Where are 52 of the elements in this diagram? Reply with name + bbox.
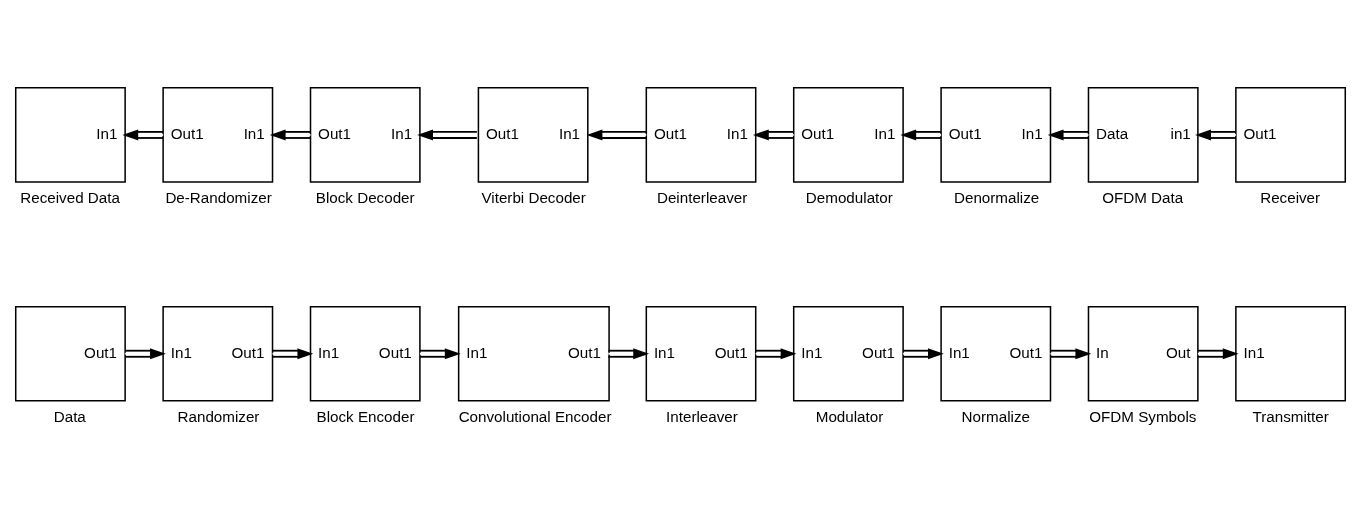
node-box: Out1	[14, 305, 126, 402]
node-box: In1	[14, 87, 126, 183]
node-box: Data in1	[1087, 87, 1199, 183]
node-label: Denormalize	[954, 189, 1040, 207]
arrow	[271, 348, 314, 360]
node-box: Out1 In1	[309, 87, 421, 183]
node-box: In1 Out1	[792, 305, 904, 402]
node-label: Modulator	[815, 408, 884, 426]
node-label: Block Encoder	[316, 408, 415, 426]
node-label: OFDM Data	[1102, 189, 1184, 207]
node-label: Demodulator	[805, 189, 893, 207]
node-label: OFDM Symbols	[1089, 408, 1197, 426]
node-label: Received Data	[20, 189, 120, 207]
node-box: In1 Out1	[940, 305, 1052, 402]
node-box: Out1 In1	[940, 87, 1052, 183]
node-box: In1 Out1	[645, 305, 757, 402]
arrow	[122, 129, 165, 141]
arrow	[124, 348, 166, 360]
arrow	[1196, 348, 1239, 360]
node-box: Out1	[1235, 87, 1347, 183]
node-box: In Out	[1087, 305, 1199, 402]
node-label: Receiver	[1260, 189, 1321, 207]
node-box: In1 Out1	[457, 305, 610, 402]
node-label: Viterbi Decoder	[481, 189, 586, 207]
arrow	[417, 129, 478, 141]
node-label: Normalize	[961, 408, 1030, 426]
arrow	[607, 348, 650, 360]
node-label: Block Decoder	[315, 189, 415, 207]
arrow	[1047, 129, 1090, 141]
arrow	[419, 348, 461, 360]
node-label: Data	[53, 408, 86, 426]
arrow	[902, 348, 944, 360]
node-box: In1 Out1	[162, 305, 274, 402]
node-label: De-Randomizer	[165, 189, 272, 207]
arrow	[1049, 348, 1092, 360]
node-box: Out1 In1	[477, 87, 589, 183]
node-label: Convolutional Encoder	[458, 408, 612, 426]
node-label: Transmitter	[1252, 408, 1329, 426]
arrow	[900, 129, 942, 141]
arrow	[752, 129, 795, 141]
node-box: Out1 In1	[645, 87, 757, 183]
arrow	[1195, 129, 1237, 141]
node-label: Interleaver	[666, 408, 738, 426]
arrow	[754, 348, 797, 360]
arrow	[269, 129, 312, 141]
node-label: Randomizer	[177, 408, 260, 426]
node-box: Out1 In1	[162, 87, 274, 183]
node-box: In1	[1235, 305, 1347, 402]
node-box: Out1 In1	[792, 87, 904, 183]
node-label: Deinterleaver	[656, 189, 748, 207]
node-box: In1 Out1	[309, 305, 421, 402]
arrow	[586, 129, 648, 141]
